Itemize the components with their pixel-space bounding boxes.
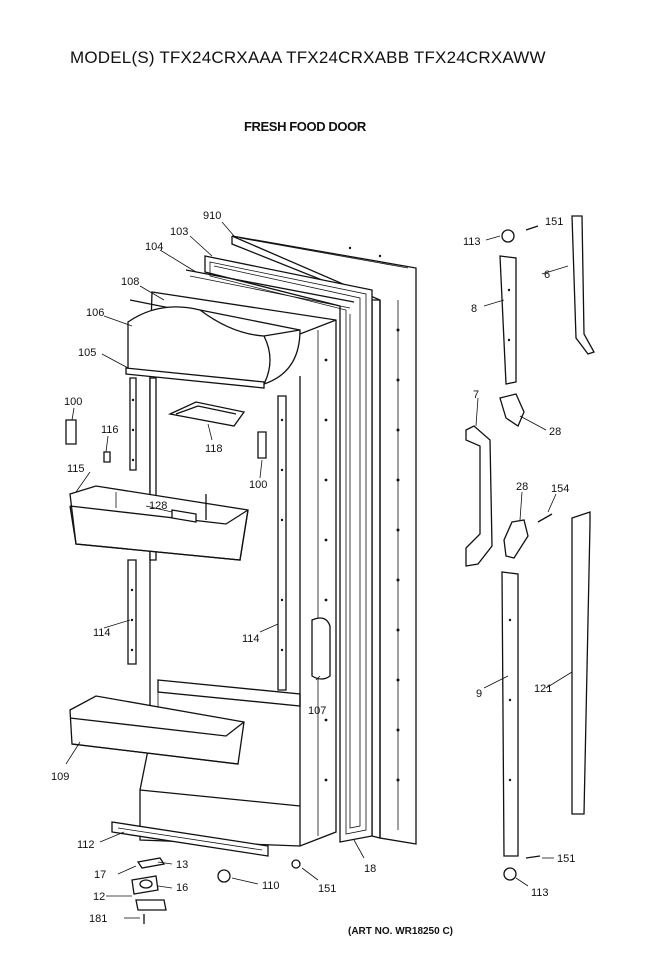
label-107: 107: [308, 705, 326, 717]
door-gasket: [185, 255, 373, 843]
label-106: 106: [86, 307, 104, 319]
door-bin-lower: [69, 695, 245, 765]
label-100b: 100: [249, 479, 267, 491]
label-128: 128: [149, 500, 167, 512]
label-18: 18: [364, 863, 376, 875]
label-104: 104: [145, 241, 163, 253]
label-16: 16: [176, 882, 188, 894]
label-108: 108: [121, 276, 139, 288]
label-8: 8: [471, 303, 477, 315]
label-110: 110: [262, 880, 280, 892]
label-154: 154: [551, 483, 569, 495]
label-114a: 114: [93, 627, 111, 639]
label-115: 115: [67, 463, 85, 475]
dairy-compartment: [125, 306, 301, 389]
shelf-clip-left: [65, 419, 77, 445]
label-121: 121: [534, 683, 552, 695]
label-9: 9: [476, 688, 482, 700]
diagram-subtitle: FRESH FOOD DOOR: [244, 119, 366, 134]
label-13: 13: [176, 859, 188, 871]
art-number: (ART NO. WR18250 C): [348, 926, 454, 937]
water-feature-cover: [311, 617, 331, 680]
label-118: 118: [205, 443, 223, 455]
label-100a: 100: [64, 396, 82, 408]
label-113a: 113: [463, 236, 481, 248]
label-103: 103: [170, 226, 188, 238]
leader-lines: [65, 221, 573, 919]
label-112: 112: [77, 839, 95, 851]
label-6: 6: [544, 269, 550, 281]
door-bin-upper: [69, 485, 249, 561]
label-181: 181: [89, 913, 107, 925]
shelf-clip-right: [257, 431, 267, 459]
label-114b: 114: [242, 633, 260, 645]
label-116: 116: [101, 424, 119, 436]
label-12: 12: [93, 891, 105, 903]
label-151c: 151: [557, 853, 575, 865]
label-151a: 151: [318, 883, 336, 895]
label-28b: 28: [516, 481, 528, 493]
label-910: 910: [203, 210, 221, 222]
hinge-hardware: [131, 857, 301, 924]
label-17: 17: [94, 869, 106, 881]
label-113b: 113: [531, 887, 549, 899]
label-109: 109: [51, 771, 69, 783]
handle-parts: [465, 215, 595, 881]
page-title: MODEL(S) TFX24CRXAAA TFX24CRXABB TFX24CR…: [70, 48, 546, 67]
label-105: 105: [78, 347, 96, 359]
label-28a: 28: [549, 426, 561, 438]
small-shelf: [167, 401, 246, 427]
label-151b: 151: [545, 216, 563, 228]
shelf-stop: [103, 451, 111, 463]
part-number-labels: 910 103 104 108 106 105 100 116 118 100 …: [51, 210, 575, 925]
label-7: 7: [473, 389, 479, 401]
